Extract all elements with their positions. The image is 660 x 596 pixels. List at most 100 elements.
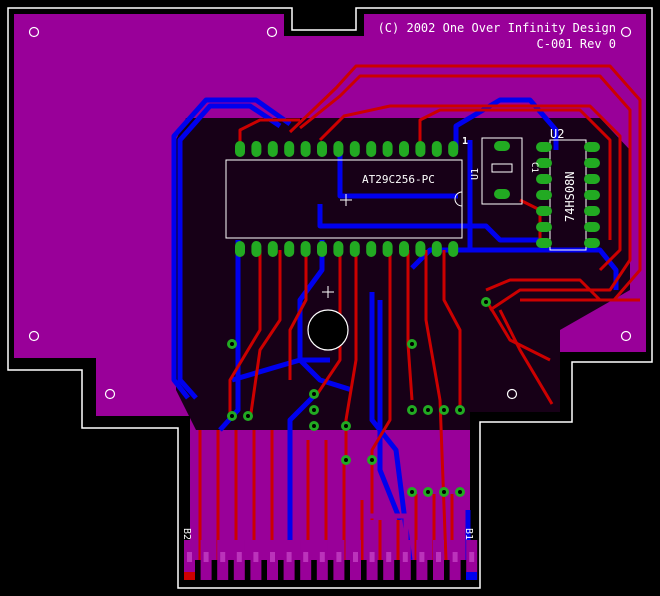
u1-pad-top-11 [399,141,409,157]
blue-trace-2 [218,240,241,432]
red-trace-11 [424,250,448,561]
u1-pad-bottom-3 [267,241,278,257]
vias [227,297,491,497]
u1-pad-top-12 [415,141,426,157]
blue-trace-0 [177,103,282,400]
u1-pad-bottom-10 [382,241,393,257]
blue-trace-10 [410,247,619,290]
edge-finger-mark-1 [187,552,192,562]
u2-ref-label: U2 [550,127,564,141]
red-trace-1 [288,64,642,302]
c1-pad-1 [494,141,510,151]
c1-outline [481,137,523,205]
mount-hole-5 [104,388,116,400]
u1-pad-bottom-1 [235,241,245,257]
edge-finger-mark-6 [270,552,275,562]
via-hole-18 [484,300,488,304]
u1-pad-top-1 [235,141,245,157]
red-trace-14 [418,108,612,240]
u1-pad-bottom-12 [415,241,426,257]
edge-finger-mark-7 [286,552,292,562]
via-hole-0 [230,342,234,346]
red-trace-13 [485,278,640,302]
mount-hole-0 [28,26,40,38]
blue-trace-5 [453,97,559,150]
u2-pad-right-3 [584,174,600,184]
edge-finger-mark-14 [402,552,408,562]
via-hole-8 [370,458,374,462]
via-hole-9 [410,342,414,346]
u1-pad-top-6 [317,141,327,157]
u1-pad-bottom-13 [431,241,442,257]
edge-finger-mark-13 [386,552,392,562]
mount-hole-4 [620,330,632,342]
via-hole-14 [410,490,414,494]
blue-trace-1 [171,97,292,400]
u2-pad-right-5 [584,206,600,216]
u2-pad-left-3 [536,174,552,184]
u1-pad-top-4 [284,141,295,157]
pads [235,141,600,257]
edge-finger-mark-3 [220,552,226,562]
edge-finger-mark-5 [253,552,259,562]
via-hole-10 [410,408,414,412]
u1-pad-top-7 [333,141,344,157]
red-trace-4 [228,250,262,420]
u2-pad-left-1 [536,142,552,152]
u2-pad-left-4 [536,190,552,200]
u1-pad-top-14 [448,141,459,157]
u1-pad-bottom-8 [349,241,360,257]
connector-label-left: B2 [181,528,192,540]
u2-pad-right-7 [584,238,600,248]
red-trace-8 [344,250,358,460]
edge-finger-mark-8 [303,552,309,562]
via-hole-4 [312,408,316,412]
mount-hole-6 [506,388,518,400]
via-hole-13 [458,408,462,412]
u1-pin1-mark: 1 [462,136,468,147]
mount-hole-3 [28,330,40,342]
u2-pad-left-6 [536,222,552,232]
edge-finger-last-tip [466,572,477,580]
u1-ref-label: U1 [470,168,481,180]
mounting-holes [28,26,632,400]
u2-pad-right-1 [584,142,600,152]
red-trace-7 [314,250,342,397]
u2-pad-right-6 [584,222,600,232]
mount-hole [307,309,349,351]
board-outline [7,7,653,589]
u1-pad-bottom-5 [300,241,311,257]
u1-pad-bottom-4 [284,241,295,257]
edge-finger-mark-4 [236,552,242,562]
c1-body [491,163,513,173]
c1-ref-label: C1 [529,162,539,173]
blue-trace-6 [317,204,540,243]
blue-trace-7 [369,292,413,561]
u1-pad-bottom-14 [448,241,459,257]
u2-pad-right-2 [584,158,600,168]
u1-outline [225,159,463,239]
u2-pad-left-7 [536,238,552,248]
u1-pad-bottom-6 [317,241,327,257]
u1-pad-top-9 [366,141,377,157]
blue-trace-13 [287,390,320,560]
edge-finger-mark-17 [452,552,458,562]
blue-trace-4 [337,150,458,199]
via-hole-1 [230,414,234,418]
red-trace-9 [370,250,392,520]
via-hole-7 [344,458,348,462]
c1-pad-2 [494,189,510,199]
red-trace-12 [442,250,462,410]
mount-hole-1 [266,26,278,38]
u2-pad-right-4 [584,190,600,200]
u1-pad-top-2 [251,141,262,157]
blue-trace-12 [231,357,330,383]
via-hole-15 [426,490,430,494]
edge-connector [184,513,478,580]
edge-finger-mark-9 [319,552,325,562]
edge-finger-mark-12 [369,552,375,562]
u1-pad-bottom-2 [251,241,262,257]
via-hole-5 [312,424,316,428]
via-hole-17 [458,490,462,494]
